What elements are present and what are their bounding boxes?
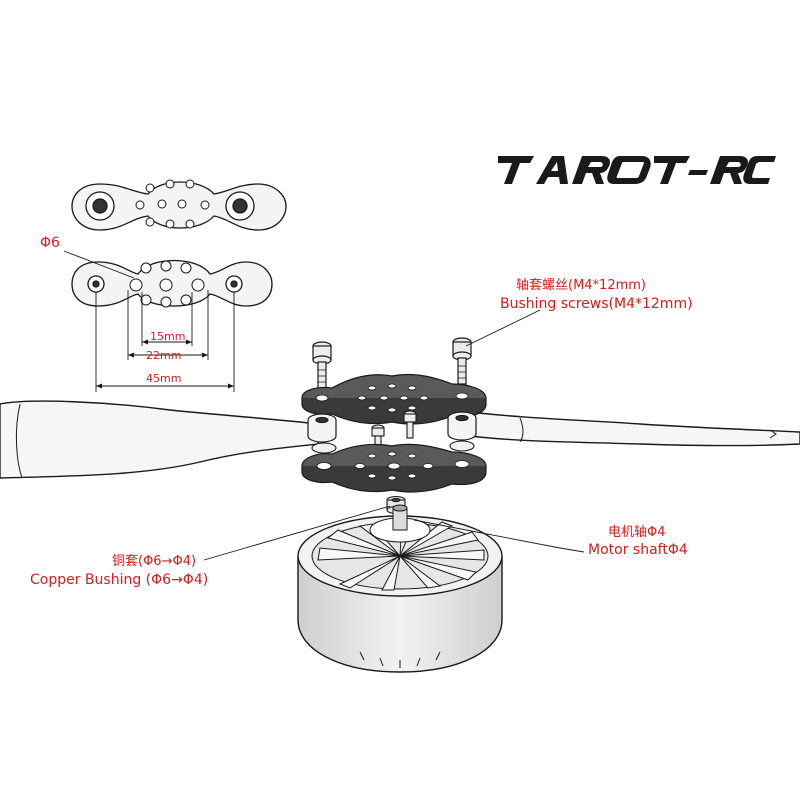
upper-clamp-plate xyxy=(301,373,487,425)
washers-lower xyxy=(311,440,475,454)
dimension-45mm: 45mm xyxy=(146,372,182,385)
dimension-lines xyxy=(63,250,235,392)
dimension-15mm: 15mm xyxy=(150,330,186,343)
propeller-right-blade xyxy=(469,411,800,447)
bushing-screws-label-en: Bushing screws(M4*12mm) xyxy=(500,296,693,312)
copper-bushing-label-en: Copper Bushing (Φ6→Φ4) xyxy=(30,572,209,588)
copper-bushing-label-cn: 铜套(Φ6→Φ4) xyxy=(112,554,197,569)
tarot-rc-logo xyxy=(498,156,776,184)
leader-lines xyxy=(203,309,585,561)
bushing-screw-left xyxy=(312,341,332,389)
phi6-label: Φ6 xyxy=(40,235,60,251)
bushing-screws-label-cn: 轴套螺丝(M4*12mm) xyxy=(516,278,647,293)
motor-shaft-label-cn: 电机轴Φ4 xyxy=(608,525,666,540)
motor xyxy=(297,504,503,673)
motor-shaft-label-en: Motor shaftΦ4 xyxy=(588,542,688,558)
dimension-22mm: 22mm xyxy=(146,349,182,362)
lower-clamp-plate xyxy=(301,443,487,493)
propeller-hub-left xyxy=(307,413,337,443)
propeller-hub-right xyxy=(447,411,477,441)
clamp-plate-dimension-view xyxy=(71,259,273,308)
dimension-arrowheads xyxy=(96,339,234,389)
clamp-plate-top-view xyxy=(71,179,287,231)
propeller-left-blade xyxy=(0,400,319,479)
